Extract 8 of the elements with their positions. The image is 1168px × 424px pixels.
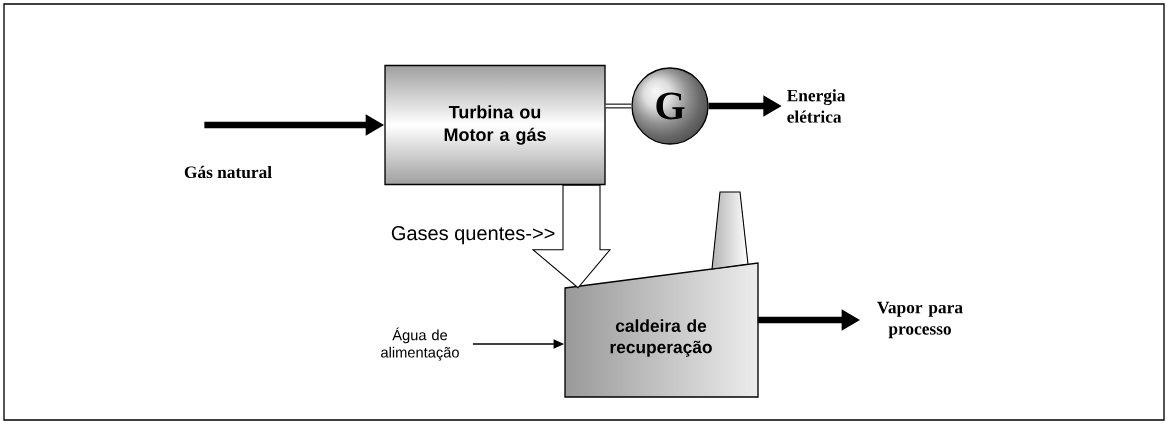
input-label: Gás natural	[184, 165, 272, 179]
output-label: Vapor para processo	[877, 301, 963, 339]
input-label: Água de alimentação	[381, 327, 459, 361]
edge-label: Gases quentes->>	[389, 224, 557, 246]
output-label: Energia elétrica	[787, 89, 846, 123]
arrow	[531, 184, 612, 289]
boiler-box: caldeira de recuperação	[564, 262, 759, 398]
turbine-box: Turbina ou Motor a gás	[384, 64, 606, 186]
